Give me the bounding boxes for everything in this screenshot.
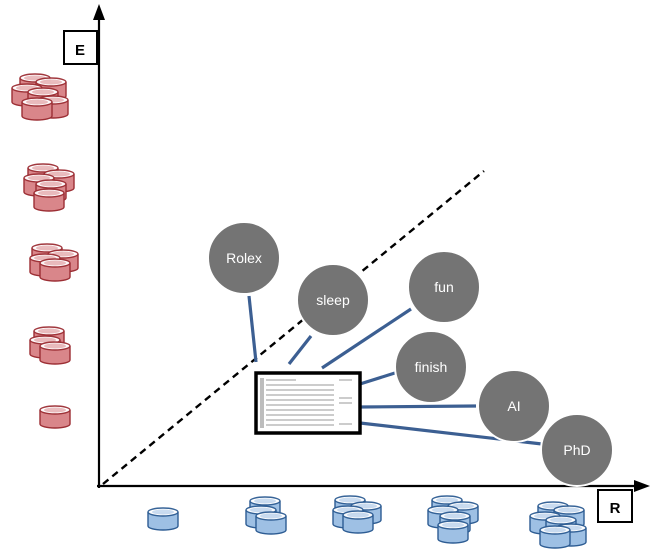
node-circle-finish (394, 330, 468, 404)
diagonal-dashed-line (102, 170, 485, 485)
connector-ai (359, 404, 477, 409)
x-axis-disk-stacks (147, 495, 587, 549)
connector-rolex (247, 295, 258, 363)
node-circle-rolex (207, 221, 281, 295)
node-label-finish: finish (415, 359, 448, 375)
node-circle-fun (407, 250, 481, 324)
node-sleep: sleep (296, 263, 370, 337)
node-label-ai: AI (507, 398, 520, 414)
connector-finish (359, 370, 399, 386)
node-label-fun: fun (434, 279, 453, 295)
x-axis-label: R (610, 500, 621, 517)
y-axis-label-box: E (63, 30, 98, 65)
node-finish: finish (394, 330, 468, 404)
y-stack-4-disk-5 (33, 188, 65, 212)
x-stack-1-disk-1 (147, 507, 179, 531)
x-stack-3-disk-3 (342, 510, 374, 534)
x-stack-2-disk-3 (255, 511, 287, 535)
y-stack-2-disk-3 (39, 341, 71, 365)
node-rolex: Rolex (207, 221, 281, 295)
node-circle-ai (477, 369, 551, 443)
y-stack-1-disk-1 (39, 405, 71, 429)
y-stack-3-disk-3 (39, 258, 71, 282)
document-thumbnail (254, 371, 362, 435)
y-stack-5-disk-5 (21, 97, 53, 121)
node-circle-sleep (296, 263, 370, 337)
connector-sleep (287, 335, 313, 365)
node-label-phd: PhD (563, 442, 590, 458)
connector-fun (321, 307, 412, 370)
node-label-sleep: sleep (316, 292, 350, 308)
x-axis-label-box: R (597, 489, 633, 523)
x-stack-4-disk-5 (437, 520, 469, 544)
x-stack-5-disk-5 (539, 525, 571, 549)
x-axis-arrowhead (634, 480, 650, 492)
node-ai: AI (477, 369, 551, 443)
node-circle-phd (540, 413, 614, 487)
y-axis-disk-stacks (11, 73, 79, 429)
node-phd: PhD (540, 413, 614, 487)
y-axis-arrowhead (93, 4, 105, 20)
node-label-rolex: Rolex (226, 250, 262, 266)
connectors (247, 295, 543, 446)
y-axis-label: E (75, 42, 85, 59)
node-fun: fun (407, 250, 481, 324)
